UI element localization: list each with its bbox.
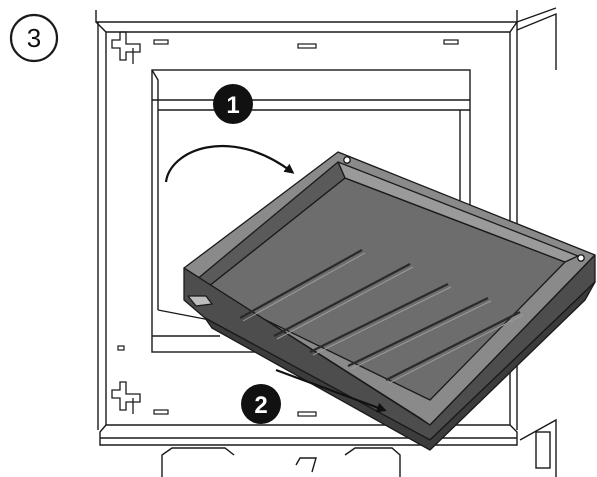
panel-slots xyxy=(117,39,459,417)
ash-pan-tray xyxy=(183,151,596,451)
step-number-text: 3 xyxy=(27,23,41,53)
callout-2: 2 xyxy=(241,384,281,424)
callout-1-text: 1 xyxy=(226,92,239,119)
pull-arrow xyxy=(275,368,387,413)
door-hinges xyxy=(111,31,141,414)
step-number-badge: 3 xyxy=(9,13,59,63)
callout-2-text: 2 xyxy=(254,392,267,419)
tilt-arrow xyxy=(164,145,295,183)
callout-1: 1 xyxy=(213,84,253,124)
